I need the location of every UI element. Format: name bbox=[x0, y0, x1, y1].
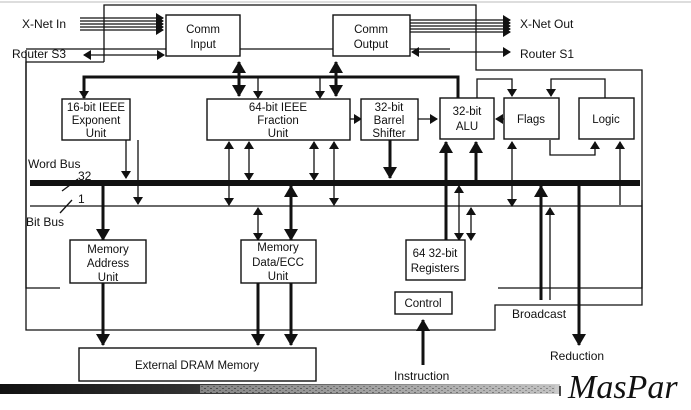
svg-text:Unit: Unit bbox=[98, 272, 119, 284]
registers-block: 64 32-bit Registers bbox=[405, 239, 466, 281]
svg-text:16-bit IEEE: 16-bit IEEE bbox=[67, 102, 125, 114]
barrel-shifter-block: 32-bit Barrel Shifter bbox=[360, 98, 419, 141]
flags-block: Flags bbox=[503, 97, 560, 140]
svg-text:Fraction: Fraction bbox=[257, 115, 299, 127]
svg-text:Data/ECC: Data/ECC bbox=[252, 257, 304, 269]
xnet-out-lines bbox=[410, 15, 511, 37]
svg-text:Memory: Memory bbox=[87, 244, 129, 256]
router-s1-label: Router S1 bbox=[520, 47, 574, 61]
svg-text:Unit: Unit bbox=[86, 128, 107, 140]
svg-text:Comm: Comm bbox=[186, 24, 220, 36]
internal-feed-lines bbox=[79, 61, 606, 156]
reduction-label: Reduction bbox=[550, 349, 604, 363]
svg-text:External DRAM Memory: External DRAM Memory bbox=[135, 360, 259, 372]
svg-text:Shifter: Shifter bbox=[372, 128, 405, 140]
svg-text:Comm: Comm bbox=[354, 24, 388, 36]
svg-text:Address: Address bbox=[87, 258, 129, 270]
memory-address-unit-block: Memory Address Unit bbox=[69, 239, 147, 284]
fraction-unit-block: 64-bit IEEE Fraction Unit bbox=[206, 98, 351, 141]
footer-banner-texture bbox=[200, 385, 555, 393]
svg-text:Unit: Unit bbox=[268, 128, 289, 140]
svg-text:32-bit: 32-bit bbox=[375, 102, 405, 114]
svg-text:Output: Output bbox=[354, 39, 389, 51]
svg-text:ALU: ALU bbox=[456, 121, 478, 133]
xnet-in-label: X-Net In bbox=[22, 17, 66, 31]
external-dram-block: External DRAM Memory bbox=[78, 347, 317, 382]
xnet-in-lines bbox=[80, 13, 164, 35]
svg-text:Memory: Memory bbox=[257, 242, 299, 254]
svg-text:Barrel: Barrel bbox=[374, 115, 405, 127]
footer-cropped-text-area bbox=[0, 400, 220, 410]
svg-text:Logic: Logic bbox=[592, 114, 620, 126]
svg-text:32-bit: 32-bit bbox=[453, 106, 483, 118]
svg-text:Exponent: Exponent bbox=[72, 115, 121, 127]
maspar-logo: MasPar bbox=[567, 369, 678, 406]
xnet-out-label: X-Net Out bbox=[520, 17, 574, 31]
alu-block: 32-bit ALU bbox=[439, 97, 495, 140]
svg-text:Control: Control bbox=[404, 298, 441, 310]
svg-text:64-bit IEEE: 64-bit IEEE bbox=[249, 102, 307, 114]
control-block: Control bbox=[394, 291, 453, 315]
memory-data-ecc-unit-block: Memory Data/ECC Unit bbox=[240, 239, 317, 284]
comm-output-block: Comm Output bbox=[332, 14, 411, 57]
svg-text:Flags: Flags bbox=[517, 114, 545, 126]
word-bus-width-slash bbox=[61, 178, 79, 192]
instruction-label: Instruction bbox=[394, 369, 449, 383]
logic-block: Logic bbox=[578, 97, 635, 140]
bit-bus-width-label: 1 bbox=[78, 192, 85, 206]
svg-text:Input: Input bbox=[190, 39, 216, 51]
comm-input-block: Comm Input bbox=[165, 14, 241, 57]
bit-bus-width-slash bbox=[59, 199, 73, 214]
bus-connections bbox=[25, 140, 643, 365]
svg-text:64 32-bit: 64 32-bit bbox=[413, 248, 459, 260]
word-bus-label: Word Bus bbox=[28, 157, 80, 171]
broadcast-label: Broadcast bbox=[512, 307, 567, 321]
word-bus-width-label: 32 bbox=[78, 169, 92, 183]
exponent-unit-block: 16-bit IEEE Exponent Unit bbox=[61, 98, 131, 141]
svg-text:Registers: Registers bbox=[411, 263, 460, 275]
svg-text:Unit: Unit bbox=[268, 271, 289, 283]
router-s3-label: Router S3 bbox=[12, 47, 66, 61]
bit-bus-label: Bit Bus bbox=[26, 215, 64, 229]
